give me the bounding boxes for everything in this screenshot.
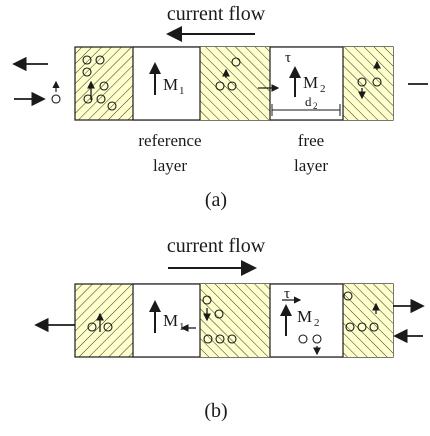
panel-a-free-layer-box — [269, 46, 344, 121]
panel-a-m1-label: M — [163, 75, 178, 94]
panel-b-m2-sub: 2 — [314, 317, 320, 329]
panel-a-m1-sub: 1 — [179, 85, 185, 97]
panel-a-letter: (a) — [205, 189, 227, 211]
panel-b-reference-layer-box — [132, 283, 201, 358]
panel-a-reference-label-2: layer — [153, 156, 187, 175]
panel-a-m2-sub: 2 — [320, 83, 326, 95]
panel-a-torque-label: τ — [285, 50, 291, 66]
panel-b-right-lead — [343, 284, 393, 357]
panel-a-distance-label: d — [305, 94, 312, 109]
panel-b-spin-arrows — [96, 302, 380, 356]
panel-a-right-lead — [343, 47, 393, 120]
panel-b-free-layer-box — [269, 283, 344, 358]
panel-a-free-label-2: layer — [294, 156, 328, 175]
panel-a-distance-sub: 2 — [313, 101, 318, 111]
panel-b-letter: (b) — [204, 400, 227, 422]
panel-b-current-flow-title: current flow — [167, 235, 266, 257]
panel-a-current-flow-title: current flow — [167, 3, 266, 25]
panel-b: current flow M 1 τ M 2 — [34, 235, 425, 422]
panel-b-m1-label: M — [163, 311, 178, 330]
panel-b-electrons — [87, 291, 379, 344]
panel-a: current flow M 1 τ M 2 d 2 — [12, 3, 428, 211]
panel-a-reference-label-1: reference — [138, 131, 201, 150]
panel-a-electrons — [82, 55, 382, 111]
panel-a-free-label-1: free — [298, 131, 324, 150]
panel-b-torque-label: τ — [284, 286, 290, 302]
panel-a-m2-label: M — [303, 73, 318, 92]
panel-a-left-electron — [51, 94, 61, 104]
panel-b-m2-label: M — [297, 307, 312, 326]
panel-b-m1-sub: 1 — [179, 321, 185, 333]
panel-b-spacer-region — [200, 284, 270, 357]
panel-a-spin-arrows — [87, 60, 381, 100]
panel-a-reference-layer-box — [132, 46, 201, 121]
